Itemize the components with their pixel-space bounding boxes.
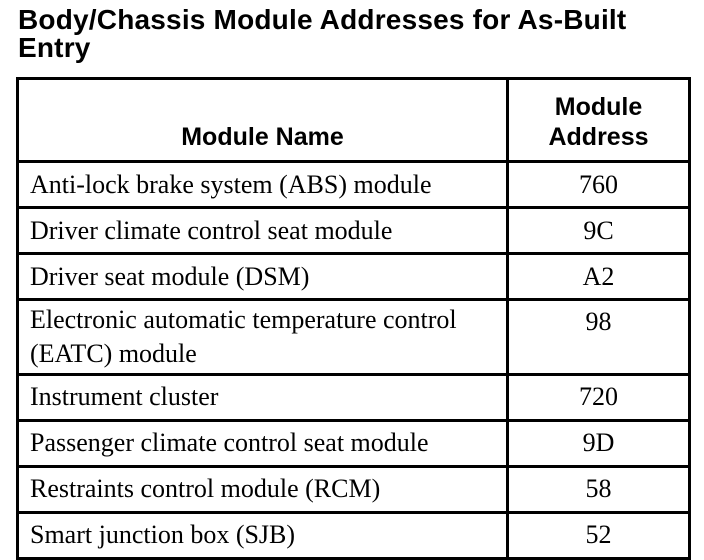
module-address-cell: 52 (506, 510, 691, 560)
table-row: Restraints control module (RCM) 58 (16, 464, 691, 514)
module-address-cell: 58 (506, 464, 691, 514)
table-row: Driver seat module (DSM) A2 (16, 252, 691, 301)
module-name-cell: Smart junction box (SJB) (16, 510, 509, 560)
table-row: Instrument cluster 720 (16, 372, 691, 422)
table-row: Electronic automatic temperature control… (16, 298, 691, 376)
module-name-cell: Driver seat module (DSM) (16, 252, 509, 301)
module-address-cell: 720 (506, 372, 691, 422)
module-address-cell: 9C (506, 206, 691, 255)
table-row: Smart junction box (SJB) 52 (16, 510, 691, 560)
column-header-module-address: Module Address (506, 77, 691, 163)
module-name-cell: Driver climate control seat module (16, 206, 509, 255)
table-header-row: Module Name Module Address (16, 77, 691, 163)
module-address-cell: 760 (506, 160, 691, 209)
module-name-cell: Passenger climate control seat module (16, 418, 509, 468)
module-name-cell: Anti-lock brake system (ABS) module (16, 160, 509, 209)
module-address-table: Module Name Module Address Anti-lock bra… (16, 77, 691, 560)
module-address-cell: A2 (506, 252, 691, 301)
column-header-module-name: Module Name (16, 77, 509, 163)
module-name-cell: Instrument cluster (16, 372, 509, 422)
page-title: Body/Chassis Module Addresses for As-Bui… (18, 4, 627, 63)
table-row: Passenger climate control seat module 9D (16, 418, 691, 468)
module-address-cell: 98 (506, 298, 691, 376)
table-row: Anti-lock brake system (ABS) module 760 (16, 160, 691, 209)
module-name-cell: Electronic automatic temperature control… (16, 298, 509, 376)
module-address-cell: 9D (506, 418, 691, 468)
module-name-cell: Restraints control module (RCM) (16, 464, 509, 514)
table-row: Driver climate control seat module 9C (16, 206, 691, 255)
